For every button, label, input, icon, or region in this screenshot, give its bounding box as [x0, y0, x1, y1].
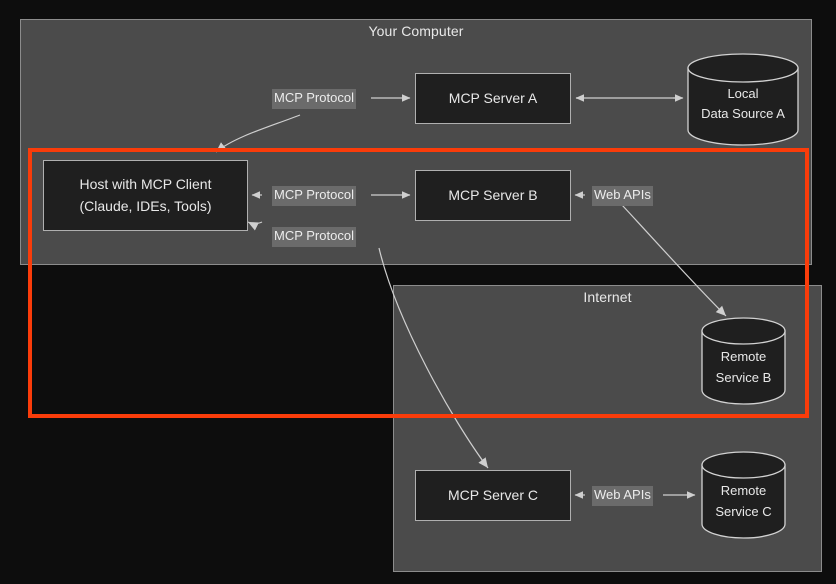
host-label-line1: Host with MCP Client [79, 175, 212, 192]
panel-internet-title: Internet [583, 289, 632, 305]
mcp-server-a-label: MCP Server A [448, 89, 538, 106]
cylinder-remote-service-b: Remote Service B [700, 316, 787, 406]
node-mcp-server-b[interactable]: MCP Server B [415, 170, 571, 221]
edge-label-mcp-protocol-c: MCP Protocol [272, 227, 356, 247]
mcp-server-b-label: MCP Server B [448, 186, 538, 203]
edge-label-mcp-protocol-a: MCP Protocol [272, 89, 356, 109]
mcp-server-c-label: MCP Server C [448, 486, 538, 503]
panel-your-computer-title: Your Computer [368, 23, 464, 39]
edge-label-web-apis-c: Web APIs [592, 486, 653, 506]
cylinder-remote-service-c: Remote Service C [700, 450, 787, 540]
host-label-line2: (Claude, IDEs, Tools) [79, 197, 212, 214]
edge-label-mcp-protocol-b: MCP Protocol [272, 186, 356, 206]
edge-label-web-apis-b: Web APIs [592, 186, 653, 206]
node-mcp-server-c[interactable]: MCP Server C [415, 470, 571, 521]
node-host-with-mcp-client[interactable]: Host with MCP Client (Claude, IDEs, Tool… [43, 160, 248, 231]
node-mcp-server-a[interactable]: MCP Server A [415, 73, 571, 124]
cylinder-local-data-source-a: Local Data Source A [686, 52, 800, 146]
